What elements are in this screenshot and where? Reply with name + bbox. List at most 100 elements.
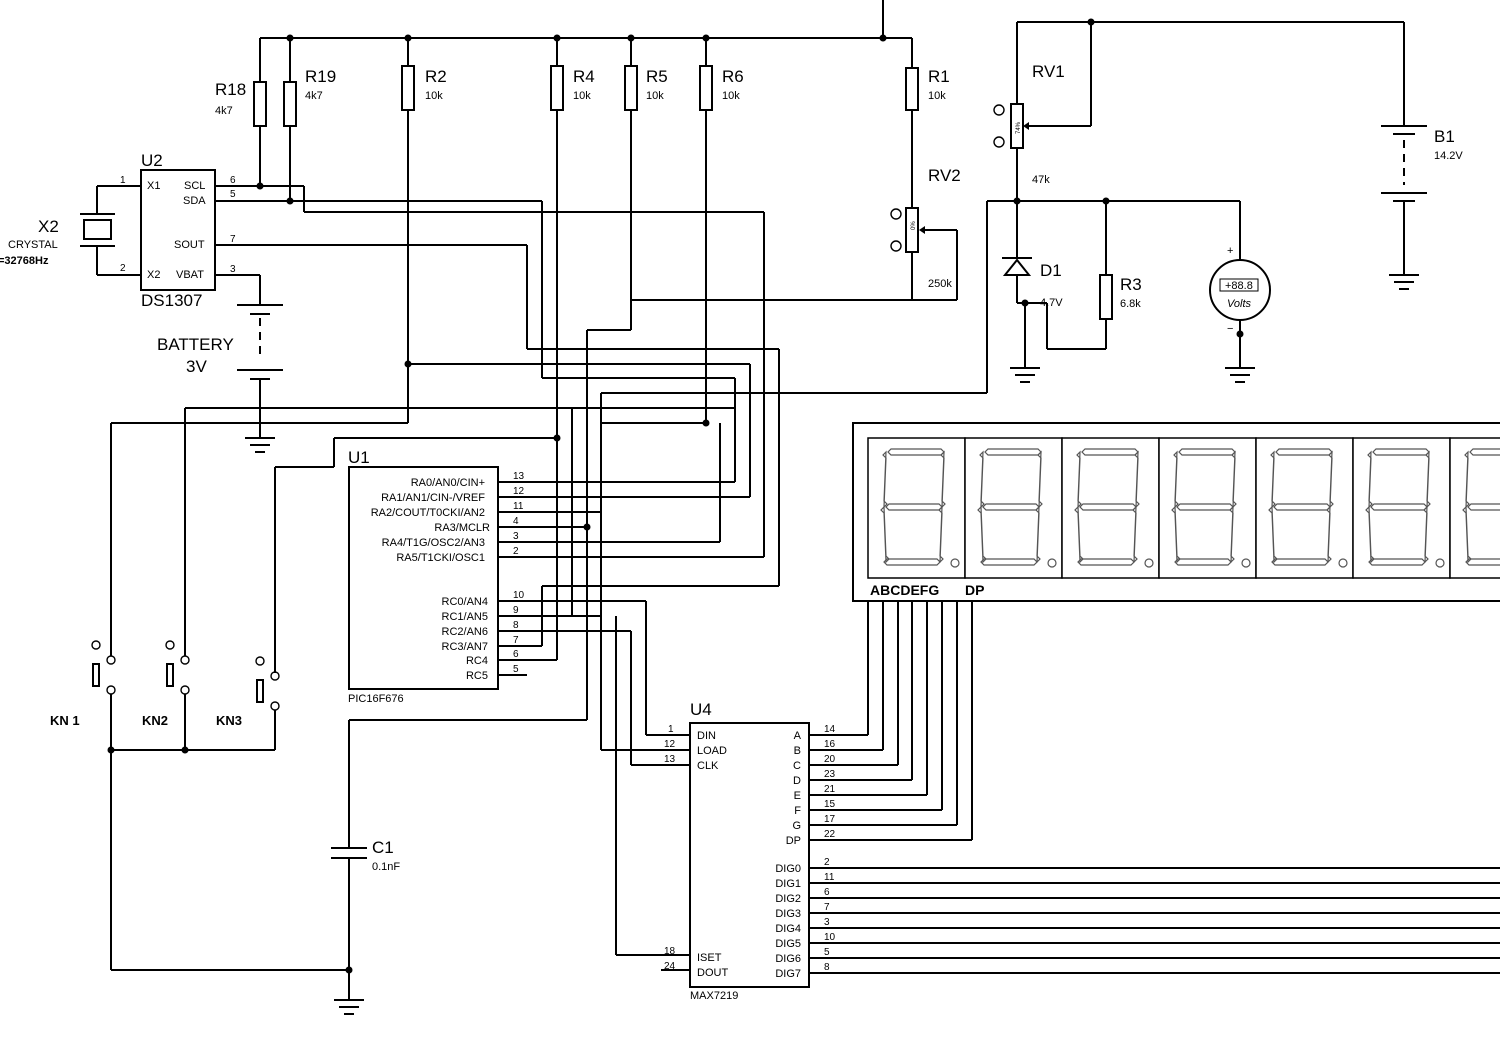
u1-pin-num: 4 xyxy=(513,516,519,527)
u2-num-3: 3 xyxy=(230,264,236,275)
r18-value: 4k7 xyxy=(215,105,233,117)
u1-pin-label: RA2/COUT/T0CKI/AN2 xyxy=(371,507,485,519)
resistor-r2[interactable]: R2 10k xyxy=(401,65,447,423)
driver-u4[interactable]: U4 MAX7219 DIN LOAD CLK ISET DOUT 1 12 1… xyxy=(664,700,810,1002)
u4-pin-num: 10 xyxy=(824,932,836,943)
u4-pin-num: 11 xyxy=(824,872,835,883)
battery-ref: BATTERY xyxy=(157,335,234,354)
r2-ref: R2 xyxy=(425,67,447,86)
r6-value: 10k xyxy=(722,90,740,102)
u4-pin-num: 17 xyxy=(824,814,836,825)
u4-pin-num: 14 xyxy=(824,724,836,735)
u1-pin-num: 5 xyxy=(513,664,519,675)
u4-pin-num: 16 xyxy=(824,739,836,750)
r19-value: 4k7 xyxy=(305,90,323,102)
u4-pin-label: DIN xyxy=(697,730,716,742)
battery-3v[interactable]: BATTERY 3V xyxy=(157,304,283,438)
u4-pin-num: 5 xyxy=(824,947,830,958)
resistor-r18[interactable]: R18 4k7 xyxy=(215,80,267,186)
u2-pin-x2: X2 xyxy=(147,269,160,281)
resistor-r4[interactable]: R4 10k xyxy=(550,65,595,660)
u4-pin-num: 6 xyxy=(824,887,830,898)
resistor-r19[interactable]: R19 4k7 xyxy=(283,67,336,201)
voltmeter-unit: Volts xyxy=(1227,298,1252,310)
u4-pin-num: 24 xyxy=(664,961,676,972)
u2-pin-x1: X1 xyxy=(147,180,160,192)
u1-pin-label: RA3/MCLR xyxy=(434,522,490,534)
voltmeter-reading: +88.8 xyxy=(1225,280,1253,292)
u4-pin-num: 18 xyxy=(664,946,676,957)
rv1-ref: RV1 xyxy=(1032,62,1065,81)
x2-freq: =32768Hz xyxy=(0,255,49,267)
display-digit xyxy=(1061,437,1160,579)
battery-value: 3V xyxy=(186,357,207,376)
u4-pin-label: DIG4 xyxy=(775,923,801,935)
u4-pin-num: 21 xyxy=(824,784,836,795)
voltmeter[interactable]: +88.8 Volts + − xyxy=(1209,201,1271,368)
u4-pin-label: ISET xyxy=(697,952,722,964)
ground-b1 xyxy=(1389,274,1419,290)
display-digit xyxy=(1255,437,1354,579)
u4-ref: U4 xyxy=(690,700,712,719)
u4-pin-label: DIG0 xyxy=(775,863,801,875)
rv2-value: 250k xyxy=(928,278,952,290)
button-kn2[interactable]: KN2 xyxy=(142,408,190,750)
resistor-r6[interactable]: R6 10k xyxy=(699,65,744,423)
rtc-u2[interactable]: U2 DS1307 X1 X2 SCL SDA SOUT VBAT 1 2 6 … xyxy=(120,151,236,310)
display-dp-label: DP xyxy=(965,582,984,598)
potentiometer-rv1[interactable]: 74% RV1 47k xyxy=(993,62,1065,186)
crystal-x2[interactable]: X2 CRYSTAL =32768Hz xyxy=(0,185,141,276)
button-kn3[interactable]: KN3 xyxy=(216,656,280,750)
display-digit xyxy=(867,437,966,579)
r6-ref: R6 xyxy=(722,67,744,86)
u4-pin-num: 22 xyxy=(824,829,836,840)
r4-value: 10k xyxy=(573,90,591,102)
display-digits xyxy=(867,437,1500,579)
voltmeter-plus: + xyxy=(1227,245,1233,257)
mcu-u1[interactable]: U1 PIC16F676 RA0/AN0/CIN+ RA1/AN1/CIN-/V… xyxy=(348,448,527,705)
u1-pin-num: 11 xyxy=(513,501,524,512)
u4-pin-label: F xyxy=(794,805,801,817)
resistor-r3[interactable]: R3 6.8k xyxy=(1099,201,1142,349)
c1-ref: C1 xyxy=(372,838,394,857)
zener-d1[interactable]: D1 4.7V xyxy=(1002,257,1063,309)
r1-value: 10k xyxy=(928,90,946,102)
r3-value: 6.8k xyxy=(1120,298,1141,310)
u1-pin-label: RC4 xyxy=(466,655,488,667)
u4-pin-label: G xyxy=(792,820,801,832)
u4-pin-label: DIG2 xyxy=(775,893,801,905)
r18-ref: R18 xyxy=(215,80,246,99)
u4-pin-label: E xyxy=(794,790,801,802)
u4-pin-num: 13 xyxy=(664,754,676,765)
potentiometer-rv2[interactable]: 0% RV2 250k xyxy=(890,166,961,300)
c1-value: 0.1nF xyxy=(372,861,400,873)
r19-ref: R19 xyxy=(305,67,336,86)
u1-pin-label: RC3/AN7 xyxy=(442,641,488,653)
u4-part: MAX7219 xyxy=(690,990,738,1002)
resistor-r5[interactable]: R5 10k xyxy=(624,65,668,330)
u4-pin-label: DOUT xyxy=(697,967,728,979)
ground-c1 xyxy=(334,999,364,1015)
ground-battery xyxy=(245,437,275,453)
r4-ref: R4 xyxy=(573,67,595,86)
kn2-label: KN2 xyxy=(142,713,168,728)
seven-segment-display[interactable]: ABCDEFG DP xyxy=(852,422,1500,602)
button-kn1[interactable]: KN 1 xyxy=(50,423,116,970)
u1-pins: RA0/AN0/CIN+ RA1/AN1/CIN-/VREF RA2/COUT/… xyxy=(371,471,527,682)
u4-pin-num: 8 xyxy=(824,962,830,973)
u4-pin-label: C xyxy=(793,760,801,772)
u2-num-5: 5 xyxy=(230,189,236,200)
u1-pin-label: RA5/T1CKI/OSC1 xyxy=(396,552,485,564)
u1-pin-label: RA0/AN0/CIN+ xyxy=(411,477,485,489)
battery-b1[interactable]: B1 14.2V xyxy=(1381,22,1463,275)
rv1-value: 47k xyxy=(1032,174,1050,186)
r1-ref: R1 xyxy=(928,67,950,86)
u1-pin-label: RC0/AN4 xyxy=(442,596,488,608)
capacitor-c1[interactable]: C1 0.1nF xyxy=(331,720,400,1000)
u2-num-6: 6 xyxy=(230,175,236,186)
u1-pin-num: 6 xyxy=(513,649,519,660)
u2-num-7: 7 xyxy=(230,234,236,245)
d1-value: 4.7V xyxy=(1040,297,1063,309)
resistor-r1[interactable]: R1 10k xyxy=(905,67,950,208)
